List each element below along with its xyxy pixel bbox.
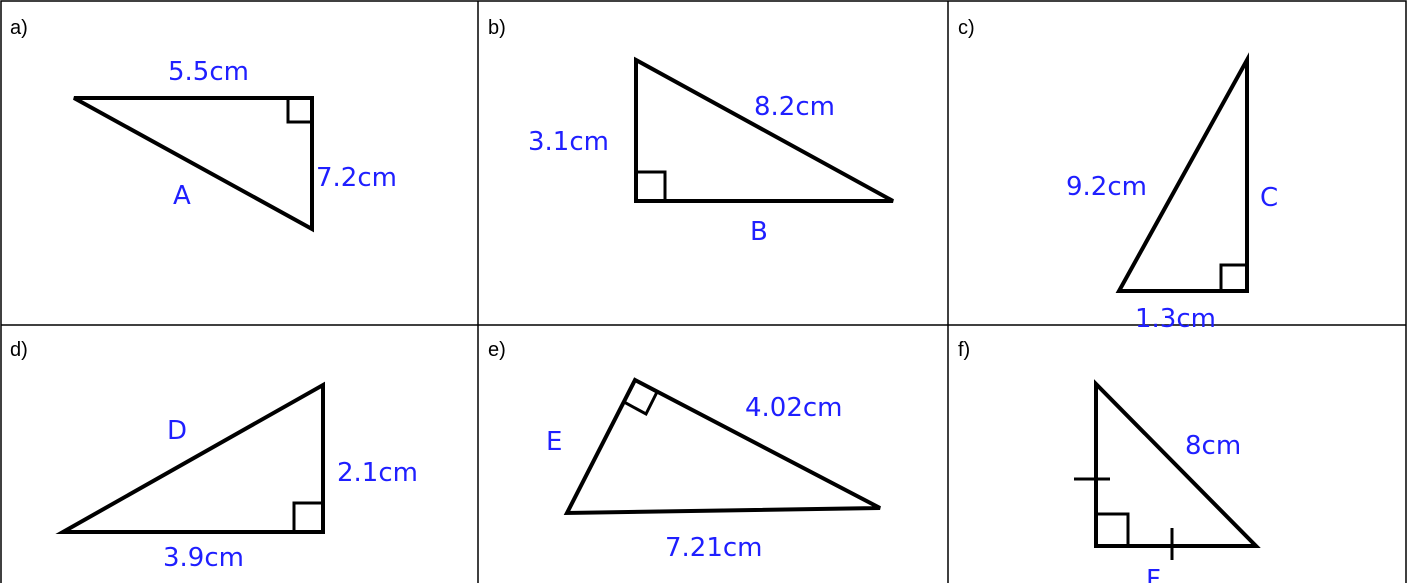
triangle-d [55, 381, 325, 534]
side-e-hyp: 4.02cm [745, 393, 843, 423]
problem-e: e) E 4.02cm 7.21cm [488, 339, 881, 563]
triangle-a [73, 96, 314, 233]
problem-d-label: d) [10, 339, 28, 361]
right-angle-marker-c [1219, 263, 1249, 293]
problem-b-label: b) [488, 17, 506, 39]
side-c-bottom: 1.3cm [1135, 304, 1216, 334]
triangle-f [1094, 379, 1261, 548]
right-angle-marker-e [622, 377, 659, 417]
side-b-left: 3.1cm [528, 127, 609, 157]
problem-e-label: e) [488, 339, 506, 361]
right-angle-marker-f [1094, 512, 1130, 548]
side-a-right: 7.2cm [316, 163, 397, 193]
right-angle-marker-a [286, 96, 314, 124]
side-d-hyp: D [167, 416, 187, 446]
triangle-c [1115, 52, 1249, 293]
side-b-bottom: B [750, 217, 768, 247]
right-angle-marker-d [292, 501, 325, 534]
problem-d: d) D 2.1cm 3.9cm [10, 339, 418, 573]
side-e-left: E [546, 427, 562, 457]
side-f-bottom: F [1146, 565, 1161, 583]
problem-c: c) 9.2cm C 1.3cm [958, 17, 1278, 334]
problem-a: a) 5.5cm 7.2cm A [10, 17, 397, 233]
side-a-hyp: A [173, 181, 191, 211]
side-c-right: C [1260, 183, 1278, 213]
side-b-hyp: 8.2cm [754, 92, 835, 122]
triangle-b [634, 56, 894, 203]
side-d-bottom: 3.9cm [163, 543, 244, 573]
side-d-right: 2.1cm [337, 458, 418, 488]
problem-c-label: c) [958, 17, 975, 39]
right-angle-marker-b [634, 170, 667, 203]
problem-f-label: f) [958, 339, 970, 361]
side-c-hyp: 9.2cm [1066, 172, 1147, 202]
triangle-e [563, 377, 881, 516]
problem-b: b) 3.1cm 8.2cm B [488, 17, 894, 247]
side-e-bottom: 7.21cm [665, 533, 763, 563]
side-f-hyp: 8cm [1185, 431, 1241, 461]
side-a-top: 5.5cm [168, 57, 249, 87]
problem-f: f) 8cm F [958, 339, 1261, 583]
problem-a-label: a) [10, 17, 28, 39]
